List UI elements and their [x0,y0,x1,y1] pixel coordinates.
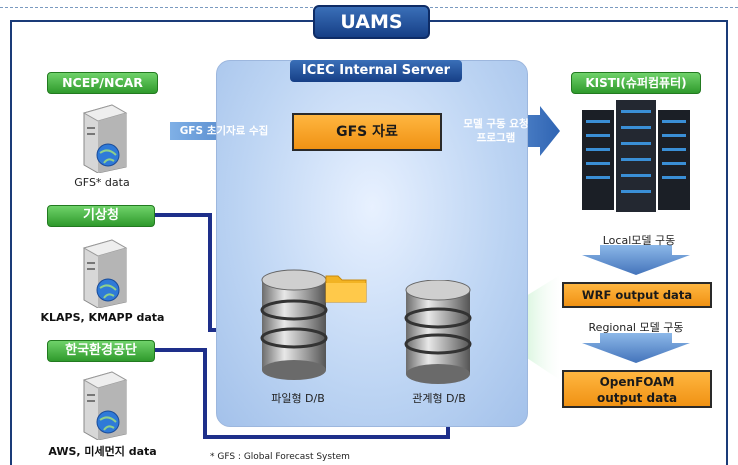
ncep-ncar-label: NCEP/NCAR [47,72,158,94]
openfoam-line2: output data [596,391,678,405]
local-run-label: Local모델 구동 [602,234,676,247]
openfoam-output-box: OpenFOAM output data [562,370,712,408]
regional-run-label: Regional 모델 구동 [588,321,684,334]
local-run-arrow [582,245,690,275]
keco-label: 한국환경공단 [47,340,155,362]
model-request-label-line1: 모델 구동 요청 [463,118,529,130]
kma-label: 기상청 [47,205,155,227]
kma-data-caption: KLAPS, KMAPP data [40,311,165,324]
kisti-label: KISTI(슈퍼컴퓨터) [571,72,701,94]
footnote: * GFS : Global Forecast System [210,452,350,462]
relational-db-label: 관계형 D/B [412,392,466,405]
gfs-collect-label: GFS 초기자료 수집 [179,125,269,137]
model-request-label-line2: 프로그램 [476,132,516,144]
openfoam-line1: OpenFOAM [599,375,675,389]
supercomputer-icon [582,100,690,212]
gfs-data-box: GFS 자료 [292,113,442,151]
relational-db-icon [404,280,472,384]
keco-data-caption: AWS, 미세먼지 data [48,445,157,458]
regional-run-arrow [582,333,690,363]
file-db-label: 파일형 D/B [271,392,325,405]
uams-title: UAMS [313,5,430,39]
file-db-icon [260,269,367,380]
ncep-server-icon [82,104,128,173]
ncep-data-caption: GFS* data [74,176,130,189]
icec-server-title: ICEC Internal Server [290,60,462,82]
keco-server-icon [82,371,128,440]
kma-server-icon [82,239,128,308]
wrf-output-box: WRF output data [562,282,712,308]
